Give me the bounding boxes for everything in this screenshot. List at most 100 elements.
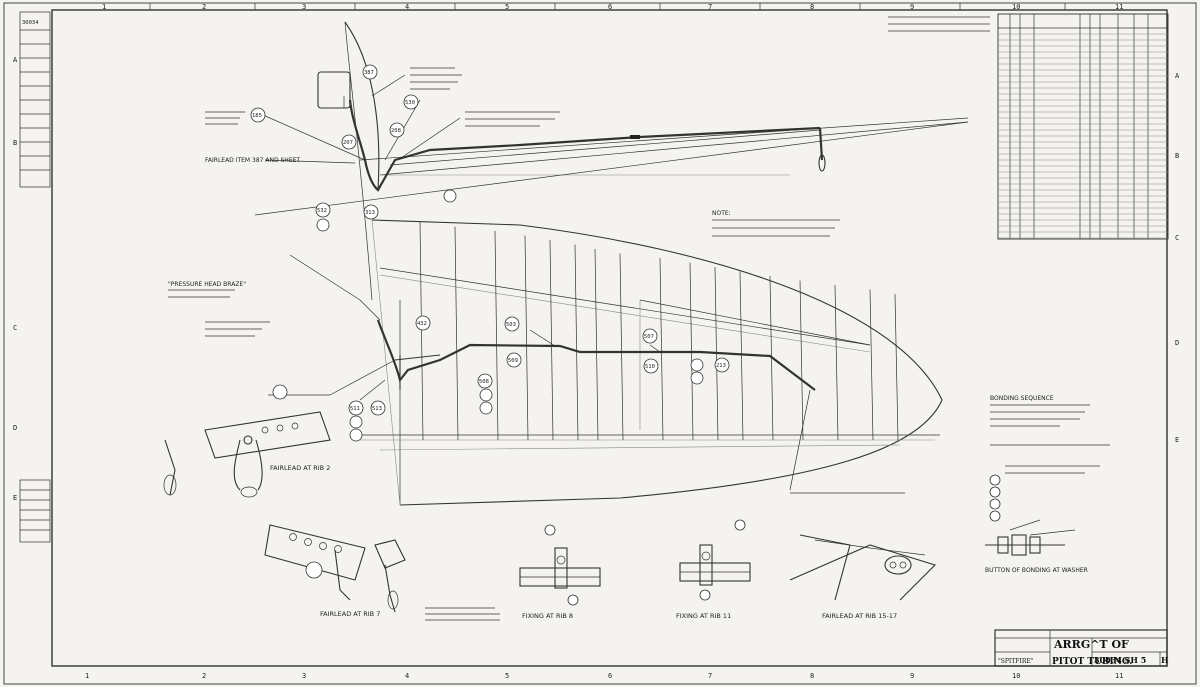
left-revision-strip: 30034 bbox=[19, 11, 51, 543]
callout-509: 509 bbox=[506, 352, 522, 368]
sheet-letter: H bbox=[1161, 655, 1169, 665]
wing-rib-line bbox=[659, 257, 664, 441]
col-label-11-bottom: 11 bbox=[1115, 672, 1123, 680]
col-label-8: 8 bbox=[810, 3, 814, 11]
callout-508: 508 bbox=[477, 373, 493, 389]
wing-rib-line bbox=[869, 289, 874, 441]
svg-text:513: 513 bbox=[372, 406, 382, 412]
wing-rib-line bbox=[834, 284, 839, 441]
svg-text:432: 432 bbox=[417, 321, 427, 327]
view-label-rib11: FIXING AT RIB 11 bbox=[676, 612, 731, 620]
col-label-9: 9 bbox=[910, 3, 914, 11]
col-label-10: 10 bbox=[1012, 3, 1020, 11]
col-label-3: 3 bbox=[302, 3, 306, 11]
fairlead-note: FAIRLEAD ITEM 387 AND SHEET bbox=[205, 157, 300, 164]
callout-511: 511 bbox=[348, 400, 364, 416]
col-label-5-bottom: 5 bbox=[505, 672, 509, 680]
wing-rib-line bbox=[799, 280, 804, 441]
issue-ref-table bbox=[888, 16, 990, 32]
wing-rib-line bbox=[619, 253, 624, 441]
svg-text:207: 207 bbox=[343, 140, 353, 146]
svg-text:530: 530 bbox=[405, 100, 415, 106]
col-label-3-bottom: 3 bbox=[302, 672, 306, 680]
wing-rib-line bbox=[524, 235, 529, 441]
col-label-2: 2 bbox=[202, 3, 206, 11]
note-heading: NOTE: bbox=[712, 210, 731, 217]
col-label-10-bottom: 10 bbox=[1012, 672, 1020, 680]
bonding-sequence-heading: BONDING SEQUENCE bbox=[990, 395, 1054, 402]
callout-313: 313 bbox=[363, 204, 379, 220]
col-label-7: 7 bbox=[708, 3, 712, 11]
svg-text:387: 387 bbox=[364, 70, 374, 76]
callout-185: 185 bbox=[250, 107, 266, 123]
row-label-c-right: C bbox=[1175, 234, 1179, 242]
col-label-8-bottom: 8 bbox=[810, 672, 814, 680]
svg-text:511: 511 bbox=[350, 406, 360, 412]
title-block: "SPITFIRE" ARRG^T OF PITOT TUBING. 30034… bbox=[994, 629, 1169, 667]
callout-432: 432 bbox=[415, 315, 431, 331]
callout-510: 510 bbox=[643, 358, 659, 374]
row-label-c: C bbox=[13, 324, 17, 332]
wing-plan bbox=[254, 21, 969, 506]
drawing-number: 30034 SH 5 bbox=[1094, 655, 1146, 665]
wing-rib-line bbox=[574, 244, 579, 441]
col-label-7-bottom: 7 bbox=[708, 672, 712, 680]
svg-text:532: 532 bbox=[317, 208, 327, 214]
pressure-head-note: "PRESSURE HEAD BRAZE" bbox=[168, 281, 246, 288]
row-label-d: D bbox=[13, 424, 17, 432]
callout-387: 387 bbox=[362, 64, 378, 80]
wing-rib-line bbox=[419, 221, 424, 441]
callout-bubbles: 387 185 208 207 530 532 313 503 507 508 … bbox=[250, 64, 1001, 522]
callout-207: 207 bbox=[341, 134, 357, 150]
svg-text:510: 510 bbox=[645, 364, 655, 370]
svg-text:503: 503 bbox=[506, 322, 516, 328]
row-label-b: B bbox=[13, 139, 17, 147]
detail-fairlead-rib7: FAIRLEAD AT RIB 7 bbox=[264, 524, 406, 618]
wing-rib-line bbox=[494, 230, 499, 441]
col-label-1: 1 bbox=[102, 3, 106, 11]
callout-530: 530 bbox=[403, 94, 419, 110]
parts-list-table bbox=[997, 13, 1169, 240]
svg-text:313: 313 bbox=[365, 210, 375, 216]
sheet-border bbox=[3, 2, 1197, 685]
view-label-rib15: FAIRLEAD AT RIB 15-17 bbox=[822, 612, 897, 620]
wing-rib-line bbox=[739, 271, 744, 441]
aircraft-name: "SPITFIRE" bbox=[998, 658, 1034, 665]
detail-fairlead-rib15: FAIRLEAD AT RIB 15-17 bbox=[789, 534, 937, 620]
row-grid: A B C D E A B C D E bbox=[13, 56, 1180, 502]
leader-lines bbox=[262, 74, 811, 491]
callout-503: 503 bbox=[504, 316, 520, 332]
callout-507: 507 bbox=[642, 328, 658, 344]
callout-513: 513 bbox=[370, 400, 386, 416]
drawing-title-line2: PITOT TUBING. bbox=[1052, 657, 1132, 667]
annotation-scribbles bbox=[168, 67, 1110, 621]
callout-532: 532 bbox=[315, 202, 331, 218]
svg-text:185: 185 bbox=[252, 113, 262, 119]
row-label-d-right: D bbox=[1175, 339, 1179, 347]
bonding-note: BUTTON OF BONDING AT WASHER bbox=[985, 567, 1088, 574]
row-label-b-right: B bbox=[1175, 152, 1179, 160]
row-label-a-right: A bbox=[1175, 72, 1180, 80]
detail-bonding bbox=[985, 519, 1076, 556]
row-label-e-right: E bbox=[1175, 436, 1179, 444]
col-label-9-bottom: 9 bbox=[910, 672, 914, 680]
svg-text:213: 213 bbox=[716, 363, 726, 369]
col-label-6-bottom: 6 bbox=[608, 672, 612, 680]
svg-text:509: 509 bbox=[508, 358, 518, 364]
svg-text:208: 208 bbox=[391, 128, 401, 134]
view-label-rib8: FIXING AT RIB 8 bbox=[522, 612, 573, 620]
drawing-title-line1: ARRG^T OF bbox=[1053, 638, 1129, 651]
col-label-4: 4 bbox=[405, 3, 409, 11]
wing-rib-line bbox=[454, 226, 459, 441]
col-label-2-bottom: 2 bbox=[202, 672, 206, 680]
col-label-11: 11 bbox=[1115, 3, 1123, 11]
wing-rib-line bbox=[894, 293, 899, 441]
callout-213: 213 bbox=[714, 357, 730, 373]
view-label-rib7: FAIRLEAD AT RIB 7 bbox=[320, 610, 380, 618]
detail-fairlead-rib2: FAIRLEAD AT RIB 2 bbox=[163, 411, 331, 498]
row-label-a: A bbox=[13, 56, 18, 64]
col-label-1-bottom: 1 bbox=[85, 672, 89, 680]
svg-text:508: 508 bbox=[479, 379, 489, 385]
col-label-4-bottom: 4 bbox=[405, 672, 409, 680]
col-label-6: 6 bbox=[608, 3, 612, 11]
